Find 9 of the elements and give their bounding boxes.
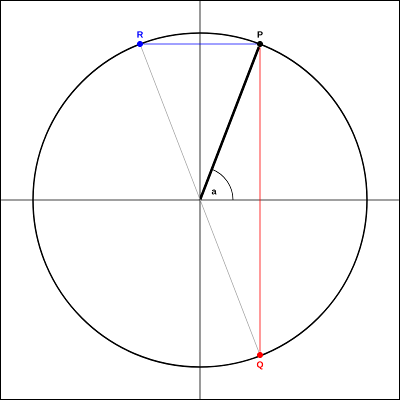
line: [140, 46, 260, 352]
node-label: Q: [256, 361, 264, 370]
node-label: R: [137, 31, 144, 38]
line: [198, 46, 260, 200]
point: Q: [256, 352, 264, 370]
node-label: P: [258, 31, 263, 38]
angle-label: a: [212, 190, 217, 194]
point: R: [137, 31, 144, 47]
point: P: [257, 31, 263, 47]
